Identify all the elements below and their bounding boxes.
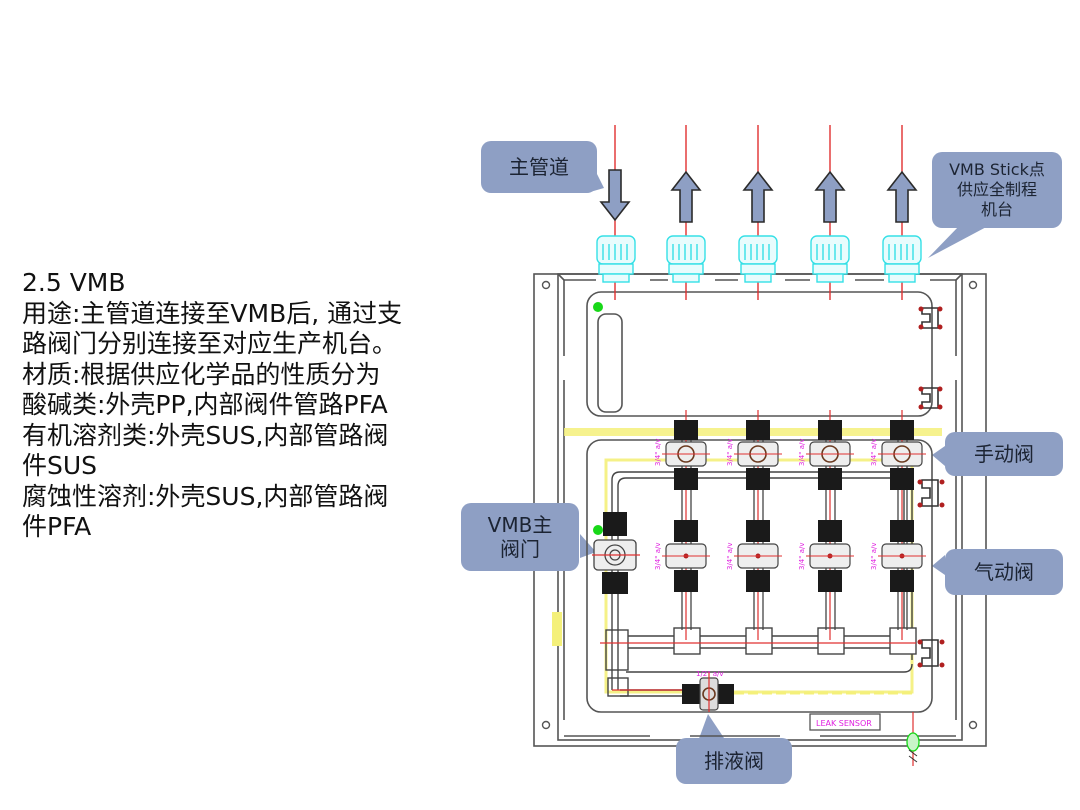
mounting-holes	[541, 280, 978, 730]
callout-vmb-stick-line1: VMB Stick点	[949, 160, 1045, 179]
callout-vmb-main-valve-line1: VMB主	[487, 513, 553, 537]
pneumatic-valve-nut	[818, 520, 842, 542]
vmb-main-valve	[592, 512, 640, 594]
callout-vmb-main-valve-line2: 阀门	[500, 537, 540, 561]
callout-tail-manual-valve	[932, 446, 945, 466]
fitting	[596, 235, 636, 283]
callout-pneumatic-valve-label: 气动阀	[974, 560, 1034, 584]
branch-valve-size-label: 3/4" a/v	[870, 438, 878, 466]
fitting	[738, 235, 778, 283]
tee-fittings	[673, 627, 917, 655]
sensor-fitting	[906, 712, 920, 766]
description-block: 2.5 VMB 用途:主管道连接至VMB后, 通过支 路阀门分别连接至对应生产机…	[22, 268, 482, 543]
branch-valve-size-label: 3/4" a/v	[654, 542, 662, 570]
pneumatic-valve-nut	[674, 570, 698, 592]
leak-sensor-label: LEAK SENSOR	[816, 719, 872, 728]
door-latches	[921, 307, 939, 667]
drain-valve	[682, 672, 912, 712]
callout-tail-vmb-stick	[928, 225, 990, 258]
arrow-up-icon	[670, 170, 702, 223]
pneumatic-valve-nut	[818, 570, 842, 592]
arrow-up-icon	[814, 170, 846, 223]
pneumatic-valve-nut	[890, 570, 914, 592]
pneumatic-valve-nut	[746, 520, 770, 542]
branch-valve-size-label: 3/4" a/v	[726, 542, 734, 570]
desc-line: 路阀门分别连接至对应生产机台。	[22, 329, 398, 358]
latch-screws	[917, 306, 945, 668]
callout-main-pipe: 主管道	[481, 141, 597, 193]
section-title: 2.5 VMB	[22, 268, 126, 297]
desc-line: 酸碱类:外壳PP,内部阀件管路PFA	[22, 390, 388, 419]
callout-vmb-main-valve: VMB主 阀门	[461, 503, 579, 571]
manual-valve-nut	[746, 468, 770, 490]
callout-pneumatic-valve: 气动阀	[945, 549, 1063, 595]
manual-valve-nut	[818, 468, 842, 490]
arrow-down-icon	[599, 169, 631, 222]
flow-arrows	[599, 169, 918, 223]
manual-valve-nut	[890, 468, 914, 490]
desc-line: 腐蚀性溶剂:外壳SUS,内部管路阀	[22, 481, 389, 511]
pneumatic-valve-nut	[890, 520, 914, 542]
callout-tail-pneumatic-valve	[932, 555, 945, 575]
desc-line: 件SUS	[22, 451, 98, 480]
bulkhead-fittings	[596, 235, 922, 283]
desc-line: 件PFA	[22, 512, 92, 541]
branch-valve-size-label: 3/4" a/v	[870, 542, 878, 570]
callout-drain-valve: 排液阀	[676, 738, 792, 784]
callout-drain-valve-label: 排液阀	[704, 749, 764, 773]
desc-line: 有机溶剂类:外壳SUS,内部管路阀	[22, 420, 389, 450]
indicator-green-icon	[593, 302, 603, 312]
manual-valve-actuator	[818, 420, 842, 440]
branch-valve-size-label: 3/4" a/v	[726, 438, 734, 466]
arrow-up-icon	[742, 170, 774, 223]
branch-valve-size-label: 3/4" a/v	[798, 438, 806, 466]
callout-tail-vmb-main-valve	[580, 534, 596, 558]
fitting	[882, 235, 922, 283]
callout-manual-valve-label: 手动阀	[974, 442, 1034, 466]
valves: 3/4" a/v 3/4" a/v 3/4" a/v 3/4" a/v 3/4" a/v…	[654, 420, 926, 592]
pneumatic-valve-nut	[746, 570, 770, 592]
branch-valve-size-label: 3/4" a/v	[654, 438, 662, 466]
branch-valve-size-label: 3/4" a/v	[798, 542, 806, 570]
callout-main-pipe-label: 主管道	[509, 155, 569, 179]
desc-line: 材质:根据供应化学品的性质分为	[22, 359, 381, 389]
desc-line: 用途:主管道连接至VMB后, 通过支	[22, 298, 403, 328]
upper-window-slot	[597, 313, 623, 413]
manual-valve-actuator	[890, 420, 914, 440]
manual-valve-nut	[674, 468, 698, 490]
callout-manual-valve: 手动阀	[945, 432, 1063, 476]
fitting	[666, 235, 706, 283]
leak-sensor-box	[809, 713, 881, 731]
manual-valve-actuator	[746, 420, 770, 440]
callout-vmb-stick: VMB Stick点 供应全制程 机台	[932, 152, 1062, 228]
upper-compartment	[586, 291, 933, 417]
pneumatic-valve-nut	[674, 520, 698, 542]
fitting	[810, 235, 850, 283]
indicator-green-icon	[593, 525, 603, 535]
callout-vmb-stick-line2: 供应全制程	[956, 180, 1037, 199]
drain-valve-size-label: 1/2" a/v	[696, 670, 724, 678]
cabinet-frame	[533, 273, 987, 747]
callout-vmb-stick-line3: 机台	[980, 200, 1013, 219]
yellow-label-tag	[552, 612, 562, 646]
manual-valve-actuator	[674, 420, 698, 440]
arrow-up-icon	[886, 170, 918, 223]
